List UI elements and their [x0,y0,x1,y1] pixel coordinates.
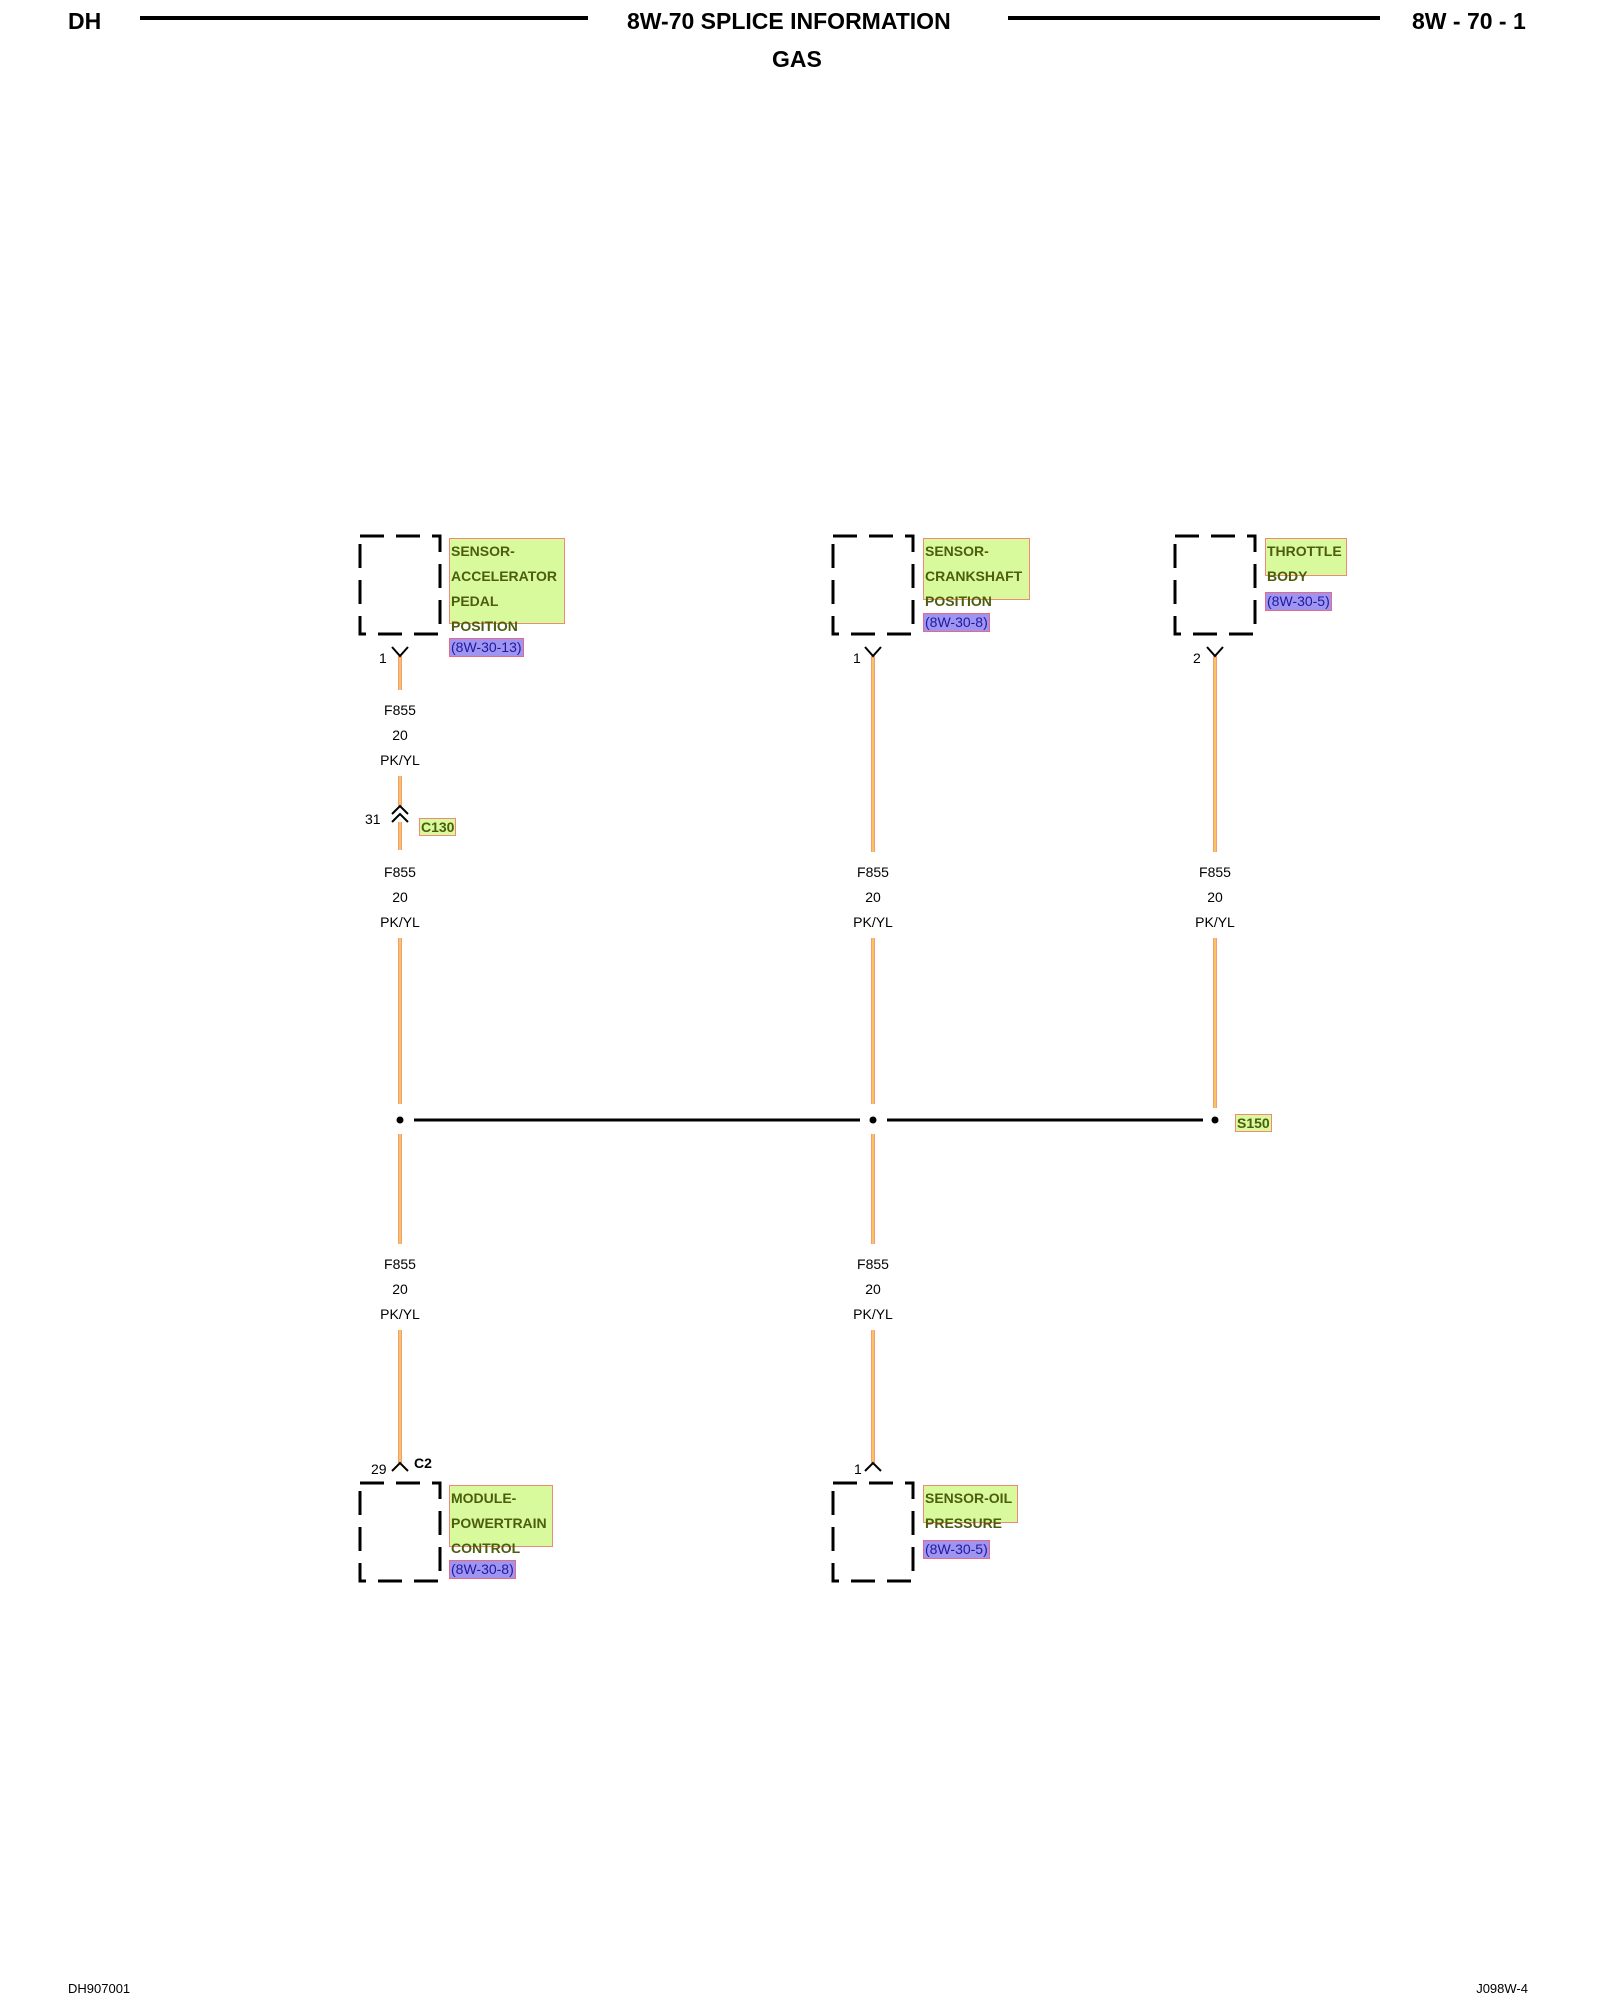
connector-c130[interactable]: C130 [419,818,457,836]
header-left: DH [68,8,102,34]
ref-throttle-body[interactable]: (8W-30-5) [1265,592,1332,611]
connector-pcm: C2 [414,1455,432,1471]
terminal-app [391,646,409,658]
header-rule-left [140,16,588,20]
ref-app-sensor[interactable]: (8W-30-13) [449,638,524,657]
component-outline-ckp [831,534,915,636]
ref-ckp-sensor[interactable]: (8W-30-8) [923,613,990,632]
page-subtitle: GAS [772,46,822,72]
wire-label-app-upper: F855 20 PK/YL [380,702,420,768]
label-app-sensor: SENSOR- ACCELERATOR PEDAL POSITION [449,538,565,634]
header-rule-right [1008,16,1380,20]
header-right: 8W - 70 - 1 [1412,8,1526,34]
ref-oil-sensor[interactable]: (8W-30-5) [923,1540,990,1559]
splice-node-middle [869,1116,877,1124]
component-outline-throttle [1173,534,1257,636]
wire-label-oil: F855 20 PK/YL [853,1256,893,1322]
pin-pcm: 29 [371,1461,387,1477]
pin-ckp-sensor: 1 [853,650,861,666]
page-title: 8W-70 SPLICE INFORMATION [627,8,951,34]
pin-oil-sensor: 1 [854,1461,862,1477]
label-pcm: MODULE- POWERTRAIN CONTROL [449,1485,553,1556]
terminal-c130-b [391,812,409,823]
wire-label-throttle: F855 20 PK/YL [1195,864,1235,930]
terminal-oil [864,1461,882,1472]
terminal-symbols [391,646,1224,1472]
ref-pcm[interactable]: (8W-30-8) [449,1560,516,1579]
footer-right: J098W-4 [1476,1981,1528,1996]
label-oil-sensor: SENSOR-OIL PRESSURE [923,1485,1018,1531]
splice-node-left [396,1116,404,1124]
component-outline-oil [831,1481,915,1583]
pin-throttle-body: 2 [1193,650,1201,666]
pin-app-sensor: 1 [379,650,387,666]
wire-label-ckp: F855 20 PK/YL [853,864,893,930]
terminal-ckp [864,646,882,658]
wire-label-pcm: F855 20 PK/YL [380,1256,420,1322]
label-ckp-sensor: SENSOR- CRANKSHAFT POSITION [923,538,1030,609]
component-outline-app [358,534,442,636]
pin-c130: 31 [365,811,381,827]
wire-label-app-lower: F855 20 PK/YL [380,864,420,930]
component-outline-pcm [358,1481,442,1583]
terminal-throttle [1206,646,1224,658]
footer-left: DH907001 [68,1981,131,1996]
splice-s150[interactable]: S150 [1235,1114,1272,1132]
splice-node-right [1211,1116,1219,1124]
splice-nodes [396,1116,1219,1124]
label-throttle-body: THROTTLE BODY [1265,538,1347,584]
terminal-pcm [391,1461,409,1472]
terminal-c130-a [391,804,409,815]
